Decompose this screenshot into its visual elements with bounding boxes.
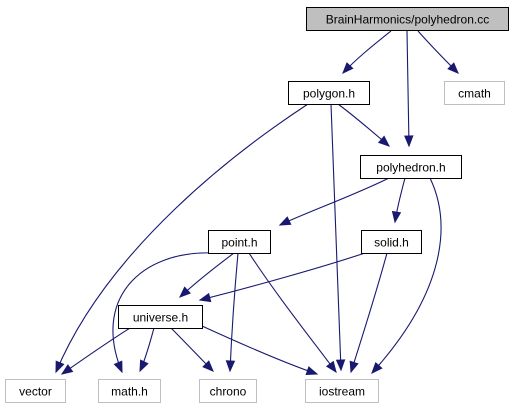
node-box — [305, 379, 379, 403]
edge-universe-h-to-vector — [60, 327, 131, 375]
arrowhead — [198, 292, 212, 303]
node-polygon-h[interactable]: polygon.h — [288, 81, 370, 105]
edge-solid-h-to-universe-h — [198, 252, 366, 303]
arrowhead — [60, 364, 74, 375]
arrowhead — [278, 216, 292, 226]
edge-root-to-polygon-h — [342, 30, 392, 74]
edge-point-h-to-math-h — [112, 252, 215, 374]
node-label: polyhedron.h — [376, 161, 445, 175]
edge-line — [330, 103, 342, 371]
edge-root-to-polyhedron-h — [404, 30, 414, 148]
edge-point-h-to-chrono — [225, 252, 239, 373]
arrowhead — [113, 360, 123, 374]
node-label: solid.h — [374, 236, 409, 250]
edge-polygon-h-to-vector — [55, 103, 309, 374]
arrowhead — [325, 360, 337, 374]
arrowhead — [225, 360, 236, 373]
arrowhead — [342, 62, 354, 74]
node-polyhedron-h[interactable]: polyhedron.h — [360, 155, 462, 179]
node-chrono: chrono — [199, 379, 257, 403]
edge-line — [199, 252, 366, 301]
edge-line — [112, 252, 215, 373]
edge-line — [248, 252, 337, 373]
edge-polyhedron-h-to-solid-h — [391, 177, 406, 224]
node-box — [118, 305, 203, 329]
edges-layer — [55, 30, 459, 376]
edge-line — [55, 103, 309, 373]
node-box — [199, 379, 257, 403]
node-box — [208, 230, 271, 254]
edge-universe-h-to-math-h — [139, 327, 155, 373]
arrowhead — [377, 135, 391, 147]
node-box — [306, 7, 509, 31]
arrowhead — [371, 362, 383, 375]
node-iostream: iostream — [305, 379, 379, 403]
node-label: iostream — [319, 385, 365, 399]
arrowhead — [349, 360, 359, 374]
node-box — [361, 230, 422, 254]
edge-polyhedron-h-to-point-h — [278, 177, 390, 226]
node-box — [98, 379, 161, 403]
node-solid-h[interactable]: solid.h — [361, 230, 422, 254]
edge-universe-h-to-chrono — [170, 327, 214, 372]
edge-line — [350, 252, 388, 373]
node-label: point.h — [221, 236, 257, 250]
node-universe-h[interactable]: universe.h — [118, 305, 203, 329]
edge-line — [201, 325, 318, 375]
edge-polygon-h-to-iostream — [330, 103, 346, 372]
arrowhead — [391, 210, 402, 224]
node-math-h: math.h — [98, 379, 161, 403]
node-box — [288, 81, 370, 105]
edge-point-h-to-universe-h — [179, 252, 235, 298]
node-label: universe.h — [133, 311, 188, 325]
edge-point-h-to-iostream — [248, 252, 337, 374]
node-label: chrono — [210, 385, 247, 399]
node-box — [444, 81, 505, 105]
edge-line — [406, 30, 410, 147]
node-box — [360, 155, 462, 179]
node-label: cmath — [458, 87, 491, 101]
node-label: polygon.h — [303, 87, 355, 101]
node-box — [5, 379, 66, 403]
edge-line — [229, 252, 239, 372]
arrowhead — [202, 360, 214, 372]
edge-root-to-cmath — [417, 30, 459, 74]
arrowhead — [139, 359, 149, 373]
node-label: vector — [19, 385, 52, 399]
edge-solid-h-to-iostream — [349, 252, 388, 374]
arrowhead — [179, 286, 191, 298]
node-label: math.h — [111, 385, 148, 399]
arrowhead — [447, 62, 459, 74]
arrowhead — [335, 359, 346, 372]
node-point-h[interactable]: point.h — [208, 230, 271, 254]
edge-universe-h-to-iostream — [201, 325, 319, 376]
edge-polyhedron-h-to-iostream — [371, 177, 442, 375]
edge-line — [371, 177, 442, 374]
edge-polygon-h-to-polyhedron-h — [337, 103, 391, 147]
arrowhead — [404, 135, 414, 148]
node-cmath: cmath — [444, 81, 505, 105]
arrowhead — [55, 360, 65, 374]
nodes-layer: BrainHarmonics/polyhedron.cc polygon.h cma… — [5, 7, 509, 403]
arrowhead — [305, 366, 319, 376]
node-vector: vector — [5, 379, 66, 403]
node-label: BrainHarmonics/polyhedron.cc — [326, 13, 489, 27]
node-root[interactable]: BrainHarmonics/polyhedron.cc — [306, 7, 509, 31]
